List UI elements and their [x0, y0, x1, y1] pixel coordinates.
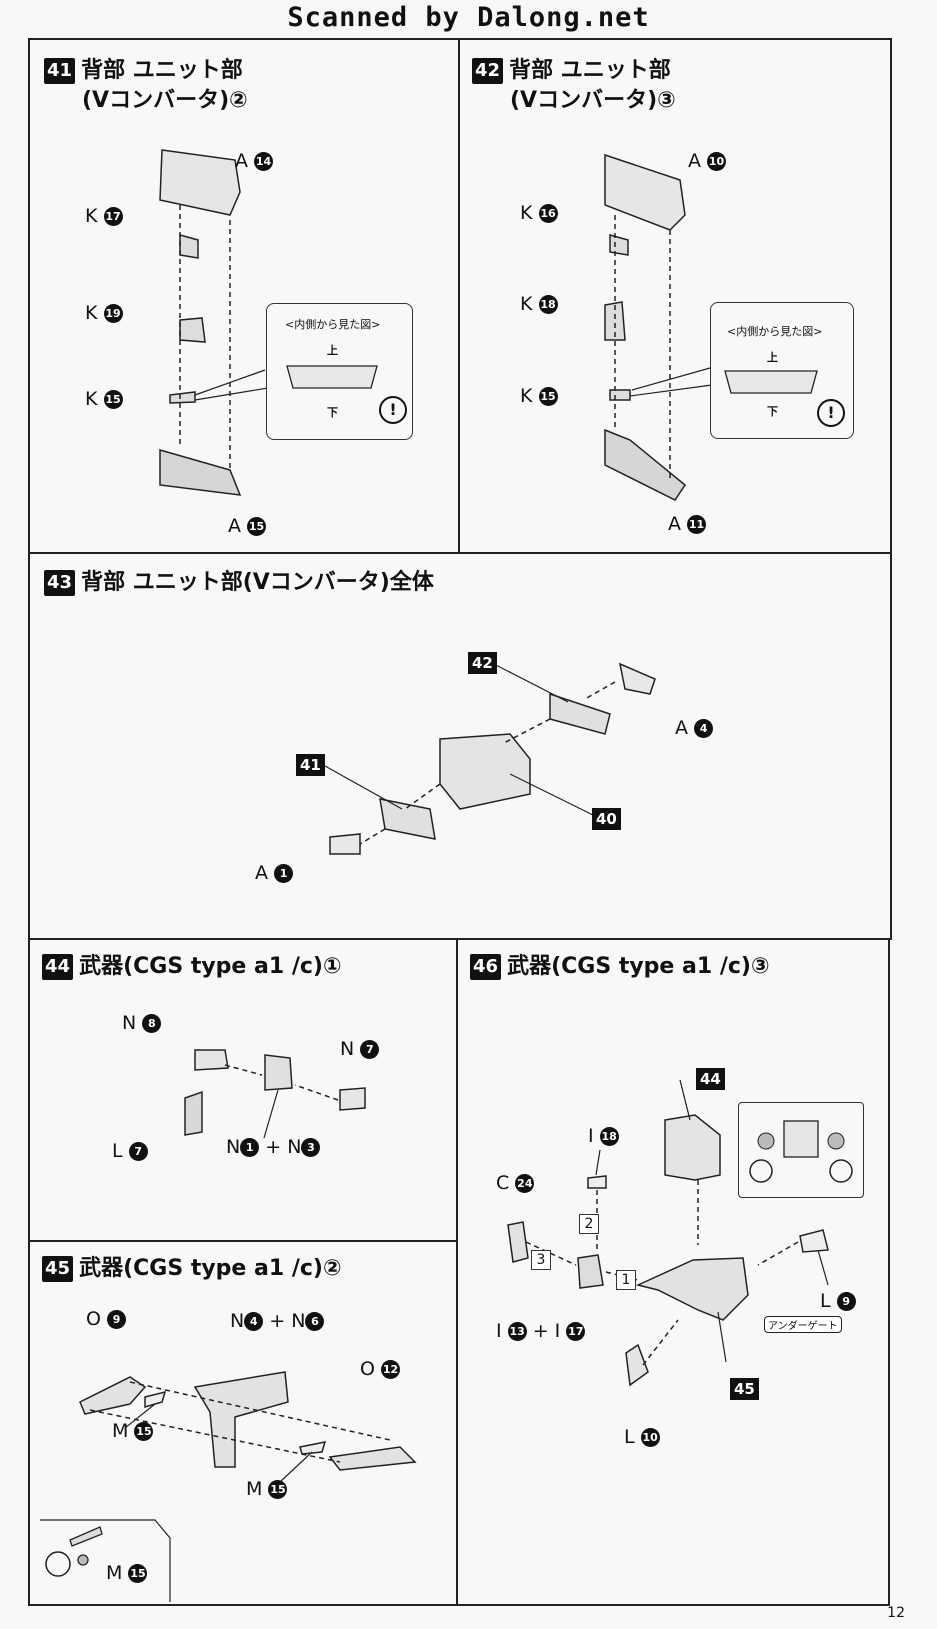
step-41-number: 41	[44, 58, 76, 84]
step-42-diagram	[604, 153, 713, 501]
warning-icon: !	[379, 396, 407, 424]
part-k15-label: K 15	[85, 388, 123, 410]
part-k19-label: K 19	[85, 302, 123, 324]
seq-2: 2	[579, 1214, 599, 1234]
under-gate-tag: アンダーゲート	[764, 1316, 842, 1333]
step-ref-40: 40	[592, 808, 621, 830]
step-ref-45: 45	[730, 1378, 759, 1400]
scan-credit: Scanned by Dalong.net	[287, 2, 650, 33]
part-a14-label: A 14	[235, 150, 274, 172]
step-43-diagram	[324, 661, 656, 855]
seq-3: 3	[531, 1250, 551, 1270]
step-ref-44: 44	[696, 1068, 725, 1090]
step-46-diagram	[507, 1079, 829, 1387]
page-number: 12	[887, 1605, 905, 1621]
step-44-diagram	[184, 1049, 366, 1139]
part-k17-label: K 17	[85, 205, 123, 227]
step-45-diagram	[40, 1371, 417, 1602]
warning-icon: !	[817, 399, 845, 427]
step-ref-41: 41	[296, 754, 325, 776]
seq-1: 1	[616, 1270, 636, 1290]
inner-view-inset: <内側から見た図> 上 下 !	[266, 303, 413, 440]
step-ref-42: 42	[468, 652, 497, 674]
part-a15-label: A 15	[228, 515, 267, 537]
step-41-diagram	[159, 149, 269, 496]
gate-detail-inset	[738, 1102, 864, 1198]
inner-view-inset: <内側から見た図> 上 下 !	[710, 302, 854, 439]
